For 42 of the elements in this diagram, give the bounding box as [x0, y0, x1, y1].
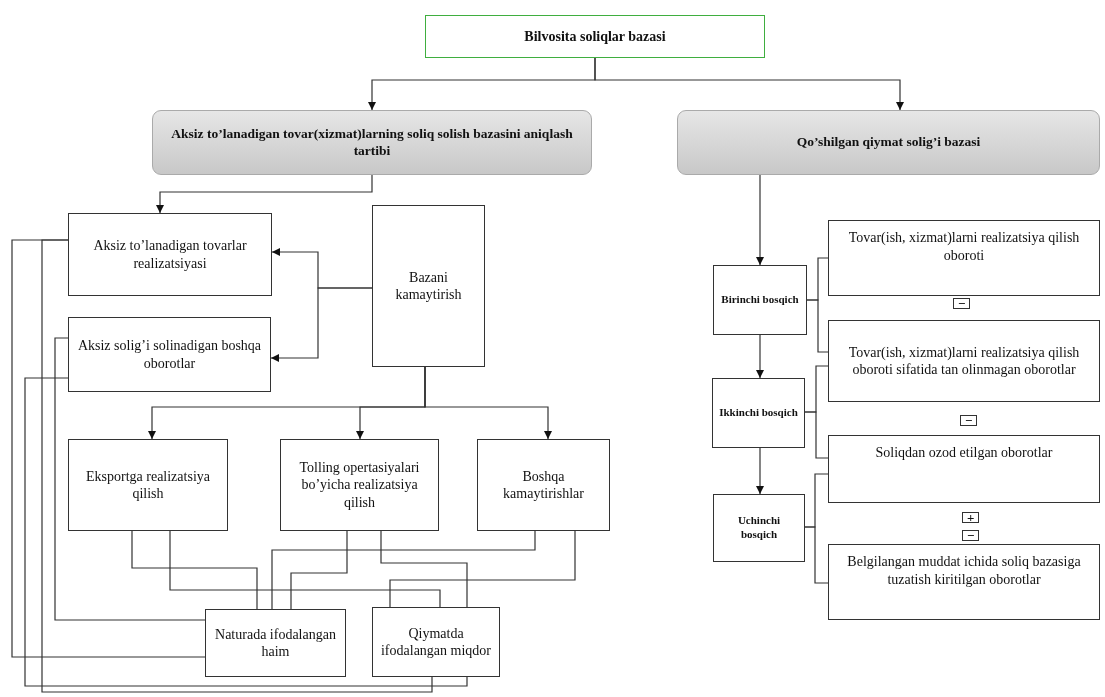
connector-line — [380, 530, 468, 608]
connector-line — [11, 239, 206, 658]
arrow — [424, 366, 553, 440]
connector-line — [804, 411, 829, 459]
connector-line — [290, 530, 348, 610]
operator-sign: − — [960, 415, 978, 426]
connector-line — [169, 530, 441, 608]
operator-sign: − — [953, 298, 971, 309]
connector-line — [131, 530, 258, 610]
process-box: Eksportga realizatsiya qilish — [68, 439, 228, 531]
process-box: Bazani kamaytirish — [372, 205, 485, 367]
connector-line — [24, 377, 468, 687]
arrow — [755, 447, 765, 495]
arrow — [155, 174, 373, 214]
process-box: Belgilangan muddat ichida soliq bazasiga tuzatish kiritilgan oborotlar — [828, 544, 1100, 620]
arrow — [755, 174, 765, 266]
category-box: Aksiz to’lanadigan tovar(xizmat)larning soliq solish bazasini aniqlash tartibi — [152, 110, 592, 175]
operator-sign: + — [962, 512, 980, 523]
operator-sign: − — [962, 530, 980, 541]
connector-line — [389, 530, 576, 608]
connector-line — [54, 337, 206, 621]
connector-line — [806, 299, 829, 353]
connector-line — [804, 526, 829, 584]
process-box: Tolling opertasiyalari bo’yicha realizatsiya qilish — [280, 439, 439, 531]
category-box: Qo’shilgan qiymat solig’i bazasi — [677, 110, 1100, 175]
process-box: Naturada ifodalangan haim — [205, 609, 346, 677]
arrow — [755, 334, 765, 379]
process-box: Aksiz solig’i solinadigan boshqa oborotlar — [68, 317, 271, 392]
connector-line — [271, 530, 536, 610]
process-box: Aksiz to’lanadigan tovarlar realizatsiyasi — [68, 213, 272, 296]
title-box: Bilvosita soliqlar bazasi — [425, 15, 765, 58]
stage-box: Ikkinchi bosqich — [712, 378, 805, 448]
stage-box: Birinchi bosqich — [713, 265, 807, 335]
stage-box: Uchinchi bosqich — [713, 494, 805, 562]
process-box: Tovar(ish, xizmat)larni realizatsiya qilish oboroti sifatida tan olinmagan oborotlar — [828, 320, 1100, 402]
arrow — [594, 57, 905, 111]
connector-line — [41, 239, 433, 693]
arrow — [270, 287, 373, 363]
process-box: Tovar(ish, xizmat)larni realizatsiya qilish oboroti — [828, 220, 1100, 296]
process-box: Soliqdan ozod etilgan oborotlar — [828, 435, 1100, 503]
process-box: Boshqa kamaytirishlar — [477, 439, 610, 531]
process-box: Qiymatda ifodalangan miqdor — [372, 607, 500, 677]
